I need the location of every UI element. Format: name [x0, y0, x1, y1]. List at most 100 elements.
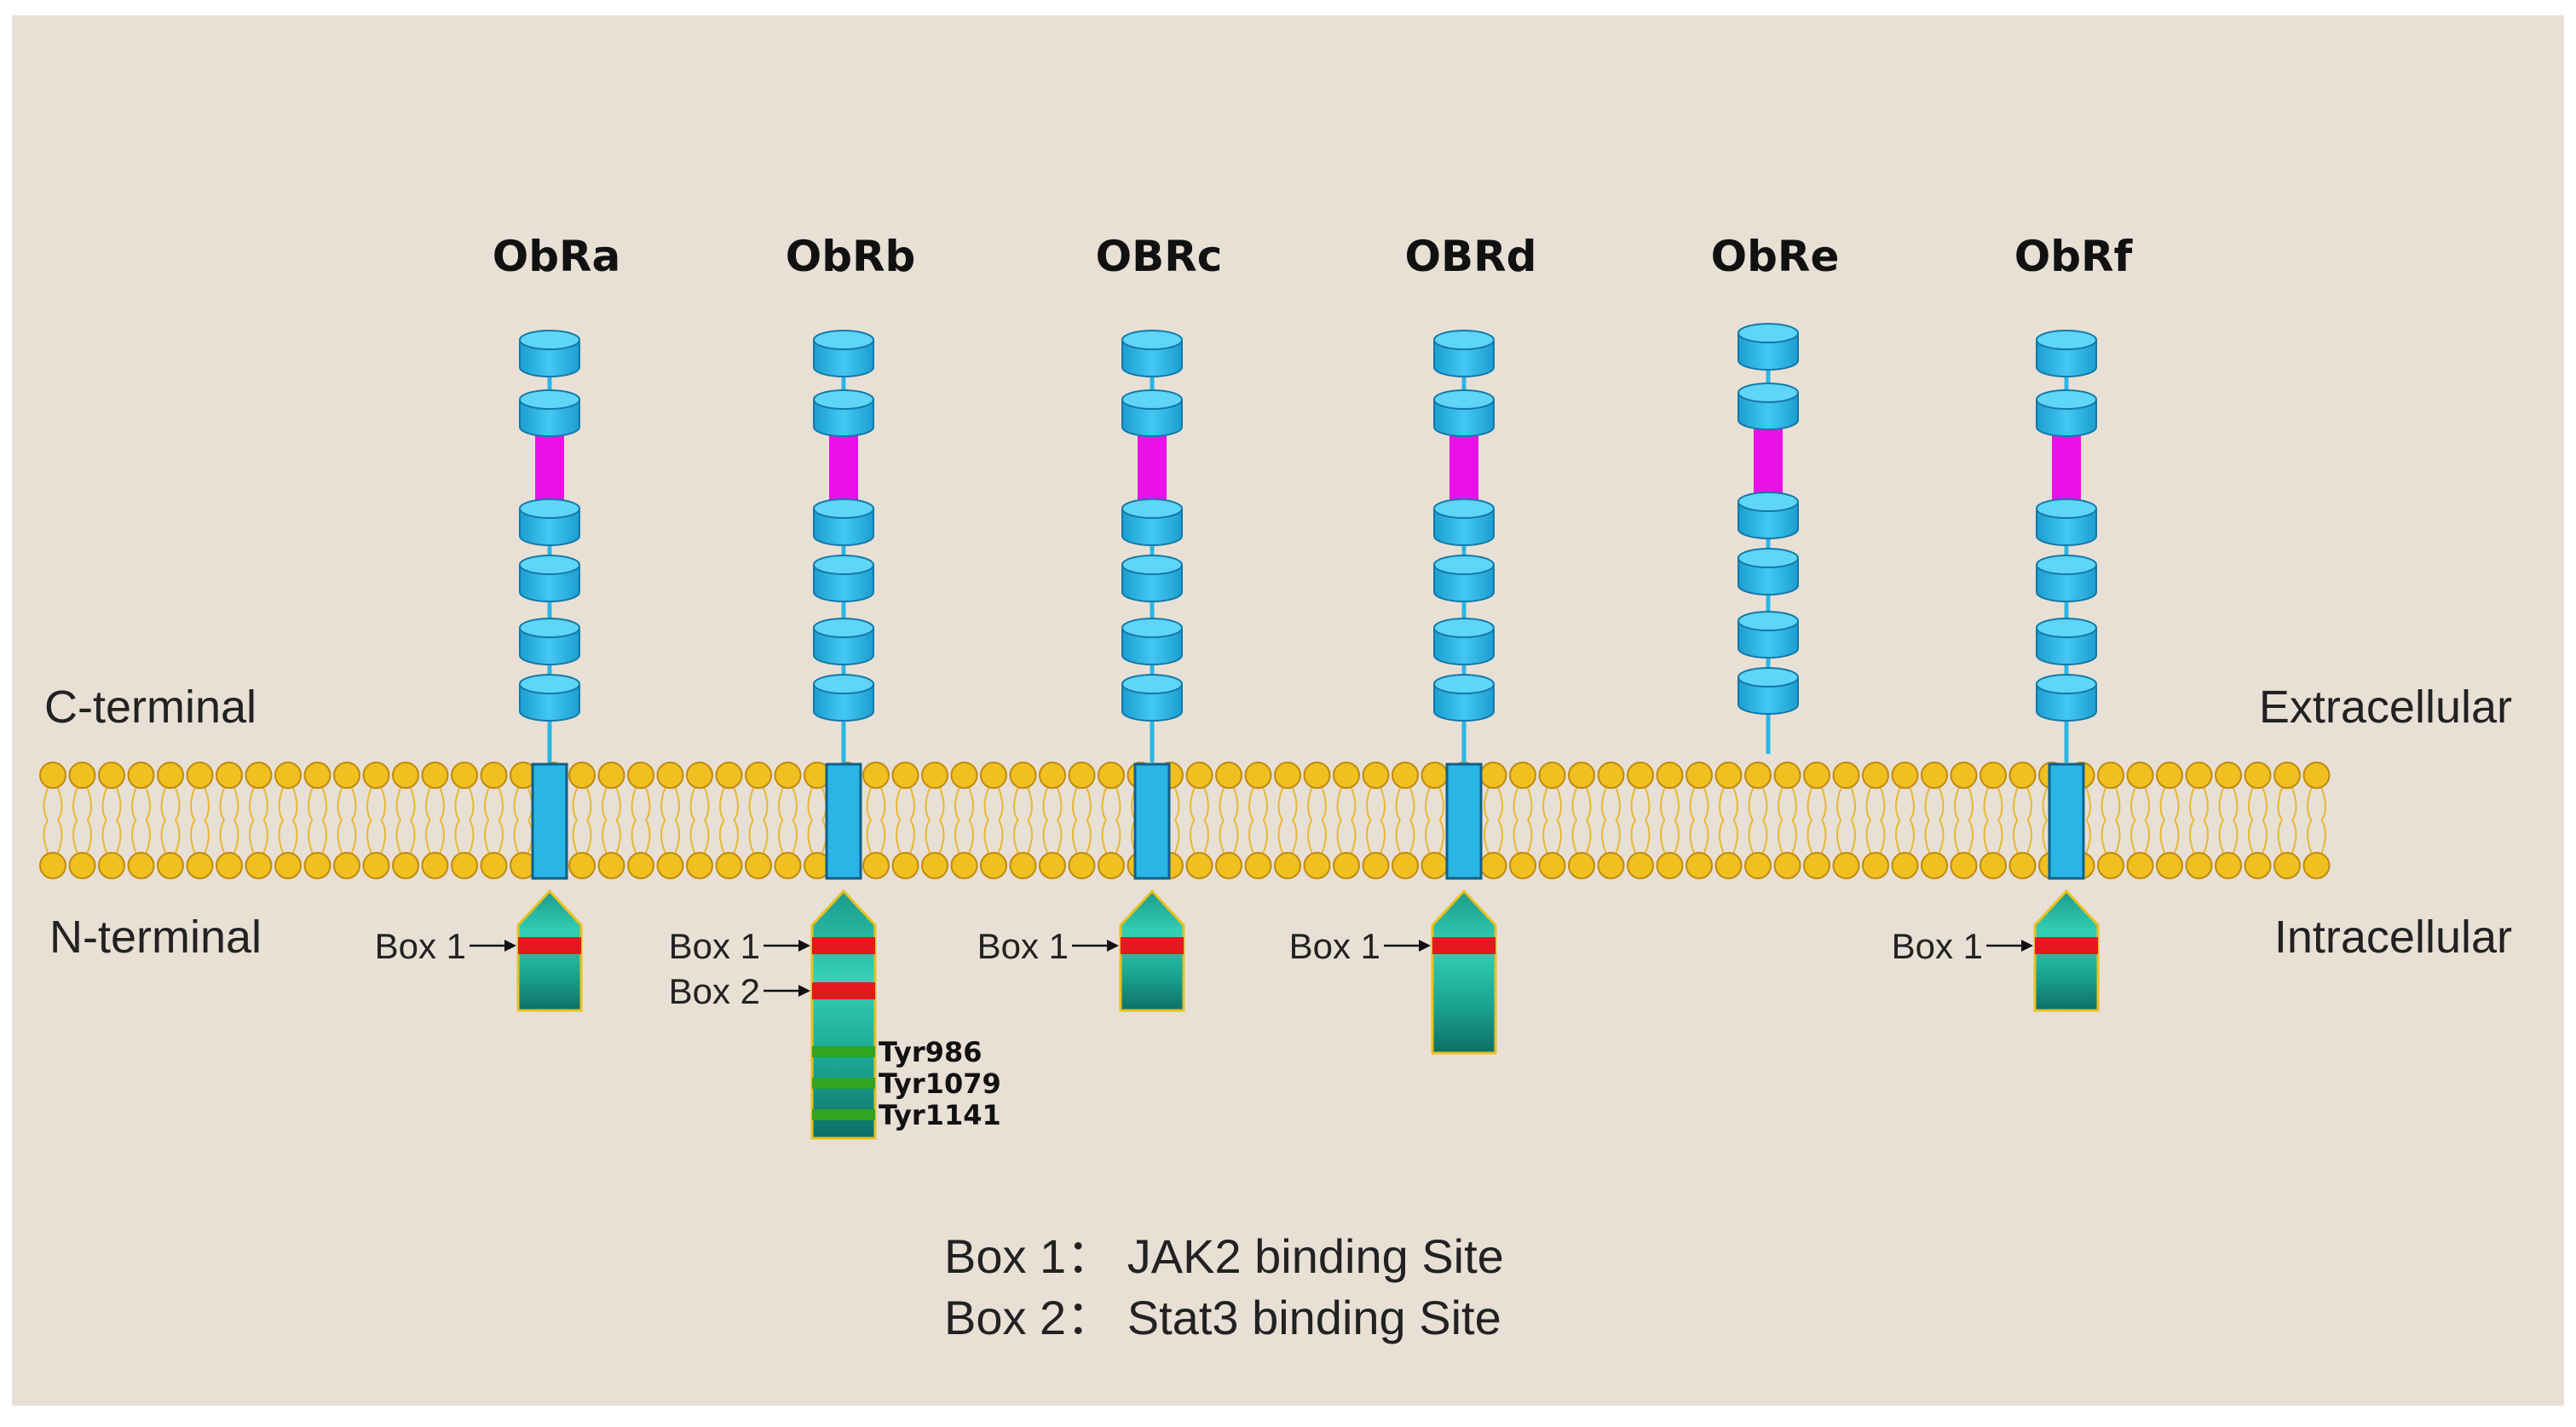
lipid-head [950, 852, 978, 879]
lipid-head [1068, 852, 1096, 879]
cytokine-domain [1433, 564, 1495, 602]
n-terminal-label: N-terminal [49, 912, 262, 963]
isoform-label: ObRe [1711, 232, 1840, 281]
lipid-head [1597, 852, 1625, 879]
lipid-head [1098, 852, 1125, 879]
isoform-label: OBRc [1096, 232, 1223, 281]
cytokine-domain-top [1738, 383, 1799, 403]
lipid-head [1891, 762, 1919, 789]
isoform-label: ObRb [786, 232, 916, 281]
cytokine-domain [519, 508, 580, 546]
cytokine-domain [1433, 627, 1495, 665]
lipid-head [1921, 852, 1948, 879]
cytokine-domain-top [2036, 330, 2097, 350]
lipid-head [1744, 762, 1772, 789]
tyrosine-site [812, 1046, 875, 1057]
lipid-head [216, 762, 243, 789]
lipid-head [1980, 762, 2007, 789]
isoform-label: OBRd [1405, 232, 1537, 281]
receptor-obre: ObRe [1711, 232, 1840, 754]
lipid-head [891, 762, 919, 789]
lipid-head [568, 762, 596, 789]
linker-segment [535, 433, 564, 503]
tyrosine-site [812, 1078, 875, 1089]
lipid-head [2185, 762, 2213, 789]
lipid-head [2008, 852, 2037, 879]
lipid-head [1362, 852, 1390, 879]
lipid-head [333, 852, 360, 879]
lipid-head [980, 762, 1007, 789]
cytokine-domain-top [1433, 330, 1495, 350]
cytokine-domain-top [813, 330, 874, 350]
cytokine-domain [813, 508, 874, 546]
cytokine-domain-top [1121, 555, 1183, 575]
lipid-head [480, 762, 508, 789]
lipid-head [745, 852, 772, 879]
lipid-head [862, 852, 890, 879]
linker-segment [1754, 426, 1783, 496]
cytokine-domain-top [1121, 618, 1183, 638]
lipid-head [1980, 852, 2007, 879]
lipid-head [157, 852, 184, 879]
lipid-head [451, 852, 478, 879]
box2-label: Box 2 [669, 971, 760, 1011]
lipid-head [480, 852, 508, 879]
lipid-head [1392, 852, 1419, 879]
lipid-head [1744, 852, 1772, 879]
cytokine-domain [519, 339, 580, 377]
pointer-arrowhead [2021, 940, 2033, 952]
lipid-head [1509, 762, 1536, 789]
lipid-head [68, 852, 96, 879]
lipid-head [39, 852, 66, 879]
intracellular-tail [810, 889, 877, 1140]
box1-site [2035, 937, 2098, 954]
cytokine-domain-top [1433, 618, 1495, 638]
cytokine-domain [2036, 399, 2097, 437]
cytokine-domain-top [519, 389, 580, 410]
cytokine-domain [813, 339, 874, 377]
cytokine-domain [1738, 620, 1799, 659]
lipid-head [656, 762, 684, 789]
lipid-head [2244, 762, 2272, 789]
lipid-head [2008, 762, 2037, 789]
pointer-arrowhead [504, 940, 516, 952]
lipid-head [1039, 762, 1066, 789]
cytokine-domain [1433, 508, 1495, 546]
lipid-head [2126, 852, 2154, 879]
cytokine-domain [1121, 683, 1183, 722]
lipid-head [2156, 852, 2183, 879]
lipid-head [39, 762, 66, 789]
cytokine-domain-top [1433, 674, 1495, 694]
lipid-head [1803, 762, 1830, 789]
lipid-head [2215, 762, 2242, 789]
cytokine-domain [1121, 564, 1183, 602]
lipid-head [1862, 852, 1889, 879]
lipid-head [1950, 852, 1978, 879]
lipid-head [216, 852, 243, 879]
lipid-head [421, 852, 449, 879]
cytokine-domain-top [1121, 498, 1183, 519]
lipid-head [1421, 762, 1449, 789]
lipid-head [1538, 852, 1566, 879]
lipid-head [1714, 762, 1743, 789]
lipid-head [1009, 852, 1037, 879]
cytokine-domain [1433, 399, 1495, 437]
lipid-head [274, 852, 302, 879]
cytokine-domain-top [2036, 674, 2097, 694]
cytokine-domain-top [1121, 389, 1183, 410]
cytokine-domain-top [519, 618, 580, 638]
lipid-head [2156, 762, 2183, 789]
cytokine-domain [813, 399, 874, 437]
cytokine-domain [1738, 392, 1799, 430]
lipid-head [2215, 852, 2242, 879]
transmembrane-domain [1133, 762, 1171, 880]
lipid-head [1333, 762, 1360, 789]
pointer-arrowhead [798, 985, 810, 997]
lipid-head [1656, 762, 1684, 789]
cytokine-domain [1121, 508, 1183, 546]
